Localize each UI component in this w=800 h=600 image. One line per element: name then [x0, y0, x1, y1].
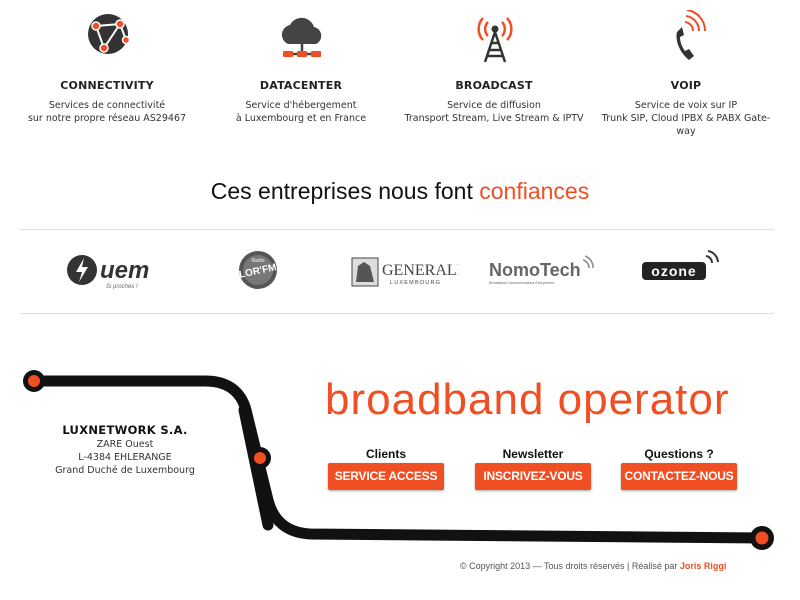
address-line: Grand Duché de Luxembourg [55, 465, 195, 476]
footer-copyright: © Copyright 2013 — Tous droits réservés … [460, 561, 760, 571]
cta-label: Clients [365, 447, 406, 461]
service-title: VOIP [670, 79, 702, 92]
partner-name: GENERALI [382, 262, 458, 279]
partner-logo-ozone[interactable]: ozone [640, 248, 722, 292]
partner-logo-generali[interactable]: GENERALI LUXEMBOURG [350, 248, 458, 292]
service-access-button[interactable]: SERVICE ACCESS [328, 463, 444, 490]
address-line: ZARE Ouest [96, 439, 154, 450]
divider [20, 313, 774, 314]
cta-newsletter: Newsletter INSCRIVEZ-VOUS [473, 447, 593, 490]
antenna-tower-icon [477, 17, 513, 63]
service-desc-line: Service d'hébergement [245, 100, 357, 111]
subscribe-button[interactable]: INSCRIVEZ-VOUS [475, 463, 591, 490]
service-desc-line: way [676, 126, 696, 137]
partner-subtitle: Radio [251, 258, 264, 264]
cta-label: Questions ? [644, 447, 714, 461]
partner-logo-lorfm[interactable]: Radio LOR'FM [228, 248, 288, 292]
service-description: Service de voix sur IP Trunk SIP, Cloud … [586, 99, 786, 138]
partner-name: NomoTech [489, 260, 581, 280]
copyright-text: © Copyright 2013 — Tous droits réservés … [460, 561, 680, 571]
partner-name: ozone [651, 263, 696, 279]
contact-button[interactable]: CONTACTEZ-NOUS [621, 463, 737, 490]
network-globe-icon [88, 14, 131, 54]
phone-icon [676, 10, 707, 60]
company-name: LUXNETWORK S.A. [62, 423, 188, 437]
partner-logo-uem[interactable]: uem Si proches ! [64, 248, 176, 292]
services-row: CONNECTIVITY Services de connectivité su… [0, 0, 800, 150]
service-desc-line: Trunk SIP, Cloud IPBX & PABX Gate- [601, 113, 771, 124]
cloud-icon [281, 17, 322, 57]
service-desc-line: sur notre propre réseau AS29467 [27, 113, 187, 124]
service-description: Services de connectivité sur notre propr… [7, 99, 207, 125]
address-line: L-4384 EHLERANGE [78, 452, 172, 463]
service-title: CONNECTIVITY [60, 79, 154, 92]
cta-label: Newsletter [502, 447, 564, 461]
divider [20, 229, 774, 230]
service-desc-line: Services de connectivité [48, 100, 166, 111]
headline-text: Ces entreprises nous font [210, 178, 480, 204]
partner-subtitle: LUXEMBOURG [390, 280, 441, 286]
partner-subtitle: Si proches ! [106, 284, 138, 290]
partners-headline: Ces entreprises nous font confiances [0, 178, 800, 205]
network-line-graphic [23, 370, 774, 550]
service-title: BROADCAST [455, 79, 533, 92]
service-description: Service d'hébergement à Luxembourg et en… [201, 99, 401, 125]
tagline: broadband operator [325, 375, 730, 424]
company-address: LUXNETWORK S.A. ZARE Ouest L-4384 EHLERA… [30, 424, 220, 477]
author-link[interactable]: Joris Riggi [679, 561, 727, 571]
cta-clients: Clients SERVICE ACCESS [326, 447, 446, 490]
cta-questions: Questions ? CONTACTEZ-NOUS [619, 447, 739, 490]
service-desc-line: Transport Stream, Live Stream & IPTV [404, 113, 584, 124]
partner-logo-nomotech[interactable]: NomoTech Broadband Communications Everyw… [487, 248, 595, 292]
headline-accent: confiances [479, 178, 590, 204]
partner-name: uem [100, 257, 149, 284]
service-desc-line: Service de voix sur IP [634, 100, 738, 111]
service-desc-line: Service de diffusion [447, 100, 541, 111]
service-title: DATACENTER [259, 79, 343, 92]
service-desc-line: à Luxembourg et en France [235, 113, 367, 124]
partner-subtitle: Broadband Communications Everywhere [489, 281, 554, 285]
service-description: Service de diffusion Transport Stream, L… [394, 99, 594, 125]
